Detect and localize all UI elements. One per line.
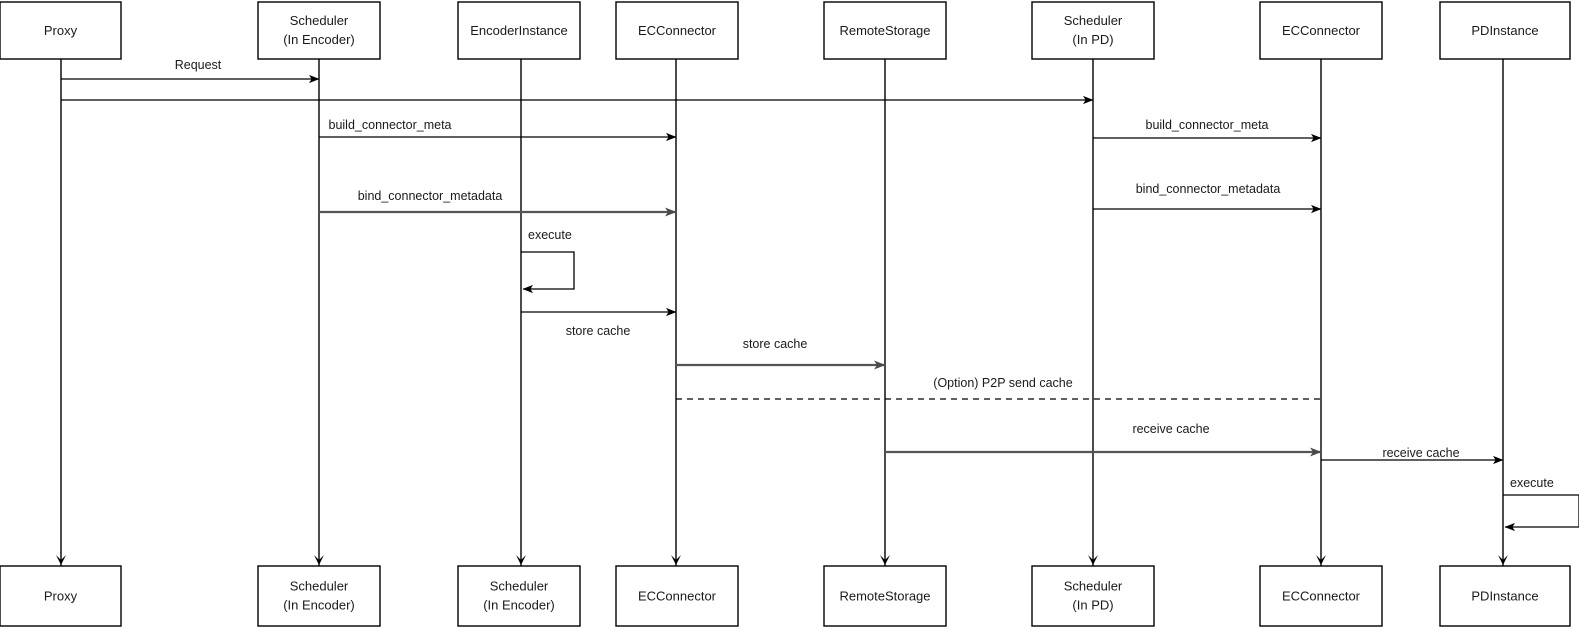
lifeline-end-arrow-sched_pd bbox=[1088, 555, 1098, 565]
participant-box-rect-ecc_right[interactable] bbox=[1259, 565, 1383, 627]
lifeline-end-arrow-ecc_left bbox=[671, 555, 681, 565]
message-label-m11: receive cache bbox=[1382, 446, 1459, 460]
lifelines-group bbox=[56, 59, 1508, 566]
message-label-m9: (Option) P2P send cache bbox=[933, 376, 1072, 390]
participant-box-bottom-remote[interactable]: RemoteStorage bbox=[823, 565, 947, 627]
message-m8[interactable]: store cache bbox=[676, 337, 886, 370]
participant-label-remote: RemoteStorage bbox=[839, 588, 930, 603]
participant-label-sched_pd-line1: Scheduler bbox=[1064, 578, 1123, 593]
lifeline-end-arrow-sched_enc bbox=[314, 555, 324, 565]
participant-box-bottom-sched_enc[interactable]: Scheduler (In Encoder) bbox=[257, 565, 381, 627]
participant-label-sched_pd-line1: Scheduler bbox=[1064, 13, 1123, 28]
lifeline-proxy bbox=[56, 59, 66, 566]
message-m9[interactable]: (Option) P2P send cache bbox=[676, 376, 1321, 400]
participant-box-rect-pd_inst[interactable] bbox=[1439, 565, 1571, 627]
participant-box-bottom-sched_pd[interactable]: Scheduler (In PD) bbox=[1031, 565, 1155, 627]
participant-box-bottom-ecc_right[interactable]: ECConnector bbox=[1259, 565, 1383, 627]
lifeline-end-arrow-proxy bbox=[56, 555, 66, 565]
participant-box-top-pd_inst[interactable]: PDInstance bbox=[1439, 1, 1571, 60]
participant-box-top-sched_enc[interactable]: Scheduler (In Encoder) bbox=[257, 1, 381, 60]
message-m11[interactable]: receive cache bbox=[1321, 446, 1504, 465]
participant-box-rect-proxy[interactable] bbox=[0, 1, 122, 60]
lifeline-end-arrow-pd_inst bbox=[1498, 555, 1508, 565]
participant-box-bottom-ecc_left[interactable]: ECConnector bbox=[615, 565, 739, 627]
self-loop-s1[interactable]: execute bbox=[521, 228, 575, 294]
participant-label-remote: RemoteStorage bbox=[839, 23, 930, 38]
lifeline-end-arrow-ecc_right bbox=[1316, 555, 1326, 565]
self-loops-group: execute execute bbox=[521, 228, 1579, 532]
lifeline-end-arrow-remote bbox=[880, 555, 890, 565]
participant-box-rect-ecc_right[interactable] bbox=[1259, 1, 1383, 60]
participant-label-pd_inst: PDInstance bbox=[1471, 23, 1538, 38]
participant-box-top-remote[interactable]: RemoteStorage bbox=[823, 1, 947, 60]
lifeline-sched_enc bbox=[314, 59, 324, 566]
participant-box-rect-ecc_left[interactable] bbox=[615, 1, 739, 60]
message-m3[interactable]: build_connector_meta bbox=[319, 118, 677, 142]
message-label-m3: build_connector_meta bbox=[329, 118, 452, 132]
participant-label-proxy: Proxy bbox=[44, 23, 78, 38]
message-m5[interactable]: bind_connector_metadata bbox=[319, 189, 677, 217]
participant-box-rect-sched_enc[interactable] bbox=[257, 565, 381, 627]
top-participant-boxes: Proxy Scheduler (In Encoder) EncoderInstanc… bbox=[0, 1, 1571, 60]
participant-box-rect-enc_inst[interactable] bbox=[457, 565, 581, 627]
message-m6[interactable]: bind_connector_metadata bbox=[1093, 182, 1322, 214]
participant-box-rect-sched_pd[interactable] bbox=[1031, 565, 1155, 627]
participant-box-rect-proxy[interactable] bbox=[0, 565, 122, 627]
participant-label-sched_enc-line1: Scheduler bbox=[290, 578, 349, 593]
participant-box-bottom-enc_inst[interactable]: Scheduler (In Encoder) bbox=[457, 565, 581, 627]
participant-box-top-ecc_right[interactable]: ECConnector bbox=[1259, 1, 1383, 60]
message-label-m4: build_connector_meta bbox=[1146, 118, 1269, 132]
lifeline-sched_pd bbox=[1088, 59, 1098, 566]
participant-label-ecc_left: ECConnector bbox=[638, 588, 717, 603]
participant-box-top-enc_inst[interactable]: EncoderInstance bbox=[457, 1, 581, 60]
lifeline-ecc_right bbox=[1316, 59, 1326, 566]
self-loop-path-s2[interactable] bbox=[1503, 494, 1579, 532]
self-loop-label-s1: execute bbox=[528, 228, 572, 242]
lifeline-remote bbox=[880, 59, 890, 566]
message-label-m10: receive cache bbox=[1132, 422, 1209, 436]
self-loop-label-s2: execute bbox=[1510, 476, 1554, 490]
participant-label-sched_enc-line2: (In Encoder) bbox=[283, 597, 355, 612]
message-label-m5: bind_connector_metadata bbox=[358, 189, 503, 203]
lifeline-pd_inst bbox=[1498, 59, 1508, 566]
participant-box-rect-sched_pd[interactable] bbox=[1031, 1, 1155, 60]
participant-box-rect-pd_inst[interactable] bbox=[1439, 1, 1571, 60]
message-label-m8: store cache bbox=[743, 337, 808, 351]
participant-label-proxy: Proxy bbox=[44, 588, 78, 603]
participant-label-sched_pd-line2: (In PD) bbox=[1072, 597, 1113, 612]
message-m1[interactable]: Request bbox=[61, 58, 320, 84]
participant-label-sched_enc-line1: Scheduler bbox=[290, 13, 349, 28]
participant-label-ecc_left: ECConnector bbox=[638, 23, 717, 38]
participant-box-rect-remote[interactable] bbox=[823, 565, 947, 627]
messages-group: Request build_connector_meta build_connect… bbox=[61, 58, 1504, 465]
participant-label-enc_inst-line1: Scheduler bbox=[490, 578, 549, 593]
message-m4[interactable]: build_connector_meta bbox=[1093, 118, 1322, 143]
message-label-m7: store cache bbox=[566, 324, 631, 338]
participant-label-ecc_right: ECConnector bbox=[1282, 23, 1361, 38]
participant-box-rect-enc_inst[interactable] bbox=[457, 1, 581, 60]
participant-box-bottom-pd_inst[interactable]: PDInstance bbox=[1439, 565, 1571, 627]
self-loop-path-s1[interactable] bbox=[521, 251, 575, 294]
participant-box-top-sched_pd[interactable]: Scheduler (In PD) bbox=[1031, 1, 1155, 60]
lifeline-end-arrow-enc_inst bbox=[516, 555, 526, 565]
participant-box-rect-ecc_left[interactable] bbox=[615, 565, 739, 627]
participant-label-sched_enc-line2: (In Encoder) bbox=[283, 32, 355, 47]
message-m7[interactable]: store cache bbox=[521, 307, 677, 338]
participant-label-ecc_right: ECConnector bbox=[1282, 588, 1361, 603]
participant-label-pd_inst: PDInstance bbox=[1471, 588, 1538, 603]
participant-box-rect-remote[interactable] bbox=[823, 1, 947, 60]
participant-label-enc_inst: EncoderInstance bbox=[470, 23, 568, 38]
participant-box-rect-sched_enc[interactable] bbox=[257, 1, 381, 60]
message-m10[interactable]: receive cache bbox=[885, 422, 1322, 457]
participant-label-enc_inst-line2: (In Encoder) bbox=[483, 597, 555, 612]
self-loop-s2[interactable]: execute bbox=[1503, 476, 1579, 532]
participant-box-bottom-proxy[interactable]: Proxy bbox=[0, 565, 122, 627]
message-label-m1: Request bbox=[175, 58, 222, 72]
message-label-m6: bind_connector_metadata bbox=[1136, 182, 1281, 196]
participant-label-sched_pd-line2: (In PD) bbox=[1072, 32, 1113, 47]
bottom-participant-boxes: Proxy Scheduler (In Encoder) Scheduler (In E… bbox=[0, 565, 1571, 627]
participant-box-top-proxy[interactable]: Proxy bbox=[0, 1, 122, 60]
participant-box-top-ecc_left[interactable]: ECConnector bbox=[615, 1, 739, 60]
